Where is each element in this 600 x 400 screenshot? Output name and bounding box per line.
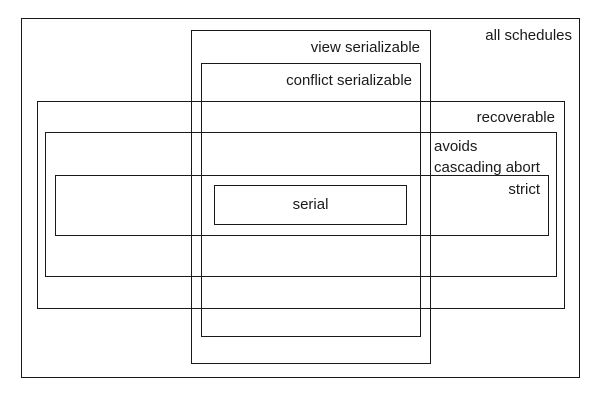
set-label-serial: serial bbox=[292, 196, 329, 214]
set-serial: serial bbox=[214, 185, 407, 225]
set-label-conflict-serializable: conflict serializable bbox=[286, 72, 412, 89]
set-view-serializable: view serializable bbox=[191, 30, 431, 364]
set-label-all-schedules: all schedules bbox=[485, 27, 572, 44]
set-strict: strict bbox=[55, 175, 549, 236]
set-label-view-serializable: view serializable bbox=[310, 39, 420, 56]
set-recoverable: recoverable bbox=[37, 101, 565, 309]
set-label-recoverable: recoverable bbox=[476, 109, 555, 126]
set-label-avoids-cascading-abort: avoids cascading abort bbox=[434, 136, 559, 178]
set-avoids-cascading-abort: avoids cascading abort bbox=[45, 132, 557, 277]
set-label-strict: strict bbox=[508, 181, 540, 198]
set-label-avoids-line2: cascading abort bbox=[434, 159, 540, 176]
set-label-avoids-line1: avoids bbox=[434, 138, 478, 155]
set-conflict-serializable: conflict serializable bbox=[201, 63, 421, 337]
set-all-schedules: all schedules bbox=[21, 18, 580, 378]
